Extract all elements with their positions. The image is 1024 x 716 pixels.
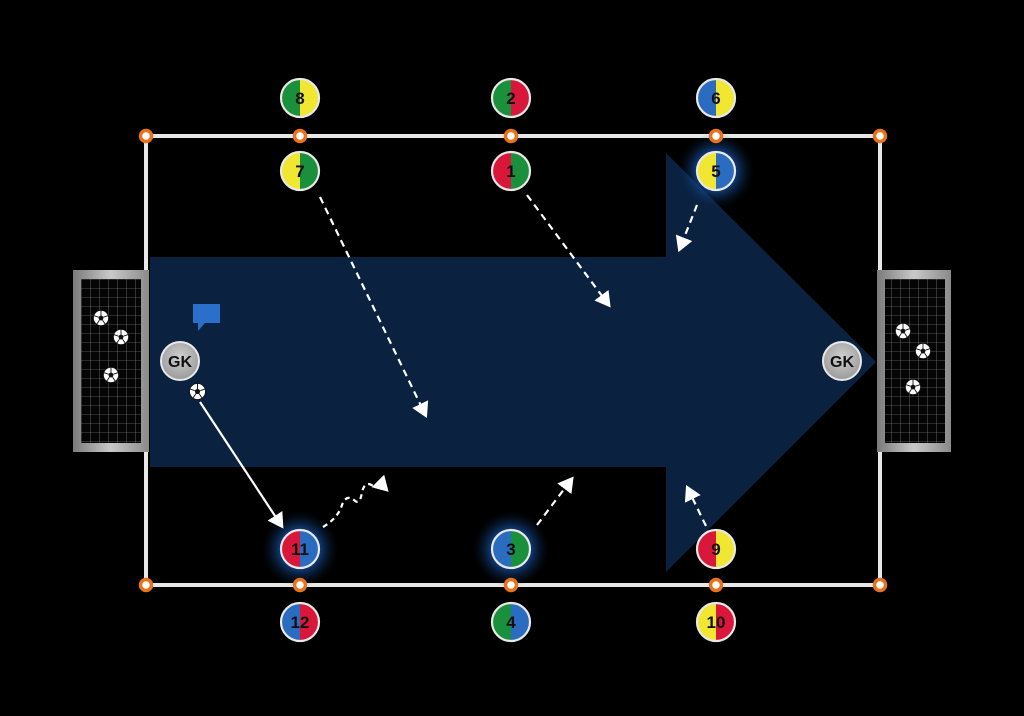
player-2[interactable]: 2 <box>490 77 532 119</box>
cone-marker <box>872 128 888 144</box>
player-right-half <box>511 603 530 641</box>
player-ring <box>695 601 737 643</box>
player-ring <box>279 150 321 192</box>
player-right-half <box>300 603 319 641</box>
goalkeeper-left[interactable]: GK <box>160 341 200 381</box>
player-right-half <box>716 530 735 568</box>
movement-arrows <box>199 194 707 529</box>
cone-marker <box>292 128 308 144</box>
player-right-half <box>716 79 735 117</box>
player-number: 7 <box>295 162 304 181</box>
player-ring <box>490 528 532 570</box>
player-ring <box>279 77 321 119</box>
player-right-half <box>300 152 319 190</box>
pass-arrow <box>199 401 284 529</box>
player-ring <box>490 77 532 119</box>
run-arrow-7 <box>319 196 429 418</box>
player-number: 1 <box>506 162 515 181</box>
goalkeeper-right[interactable]: GK <box>822 341 862 381</box>
player-ring <box>490 601 532 643</box>
player-right-half <box>716 603 735 641</box>
goal-left <box>73 270 149 452</box>
player-right-half <box>511 79 530 117</box>
run-arrow-3 <box>536 476 574 526</box>
player-right-half <box>511 530 530 568</box>
player-left-half <box>281 603 300 641</box>
cone-marker <box>708 577 724 593</box>
player-number: 5 <box>711 162 720 181</box>
goal-right <box>877 270 951 452</box>
player-number: 8 <box>295 89 304 108</box>
player-number: 4 <box>506 613 516 632</box>
ball-icon <box>904 378 922 396</box>
player-left-half <box>492 603 511 641</box>
player-number: 11 <box>291 540 309 559</box>
ball-icon <box>92 309 110 327</box>
ball-icon[interactable] <box>188 382 207 401</box>
speech-bubble-icon <box>193 304 220 331</box>
ball-icon <box>914 342 932 360</box>
player-left-half <box>281 79 300 117</box>
player-10[interactable]: 10 <box>695 601 737 643</box>
ball-icon <box>102 366 120 384</box>
player-ring <box>490 150 532 192</box>
gk-label: GK <box>168 354 192 371</box>
cone-marker <box>872 577 888 593</box>
player-4[interactable]: 4 <box>490 601 532 643</box>
player-left-half <box>697 79 716 117</box>
player-6[interactable]: 6 <box>695 77 737 119</box>
player-right-half <box>300 530 319 568</box>
cone-marker <box>138 577 154 593</box>
player-number: 12 <box>291 613 310 632</box>
ball-icon <box>112 328 130 346</box>
dribble-arrow <box>322 474 389 528</box>
player-right-half <box>511 152 530 190</box>
player-left-half <box>492 530 511 568</box>
player-ring <box>279 601 321 643</box>
player-right-half <box>300 79 319 117</box>
player-left-half <box>697 152 716 190</box>
player-11[interactable]: 11 <box>279 528 321 570</box>
cones <box>138 128 888 593</box>
player-9[interactable]: 9 <box>695 528 737 570</box>
run-arrow-9 <box>684 485 707 527</box>
player-left-half <box>492 79 511 117</box>
player-number: 9 <box>711 540 720 559</box>
player-number: 6 <box>711 89 720 108</box>
gk-label: GK <box>830 354 854 371</box>
player-left-half <box>281 152 300 190</box>
player-ring <box>695 77 737 119</box>
player-12[interactable]: 12 <box>279 601 321 643</box>
player-ring <box>695 150 737 192</box>
player-ring <box>695 528 737 570</box>
player-8[interactable]: 8 <box>279 77 321 119</box>
player-left-half <box>492 152 511 190</box>
player-7[interactable]: 7 <box>279 150 321 192</box>
run-arrow-5 <box>675 204 699 253</box>
player-ring <box>279 528 321 570</box>
player-number: 10 <box>707 613 726 632</box>
cone-marker <box>292 577 308 593</box>
ball-icon <box>894 322 912 340</box>
player-3[interactable]: 3 <box>490 528 532 570</box>
cone-marker <box>503 128 519 144</box>
player-left-half <box>697 603 716 641</box>
player-number: 2 <box>506 89 515 108</box>
player-left-half <box>281 530 300 568</box>
player-right-half <box>716 152 735 190</box>
player-5[interactable]: 5 <box>695 150 737 192</box>
player-left-half <box>697 530 716 568</box>
players: 8 7 2 1 6 5 11 12 3 4 9 10 <box>279 77 737 643</box>
attack-direction-arrow <box>150 153 876 572</box>
cone-marker <box>708 128 724 144</box>
player-number: 3 <box>506 540 515 559</box>
run-arrow-1 <box>526 194 611 308</box>
cone-marker <box>138 128 154 144</box>
player-1[interactable]: 1 <box>490 150 532 192</box>
cone-marker <box>503 577 519 593</box>
